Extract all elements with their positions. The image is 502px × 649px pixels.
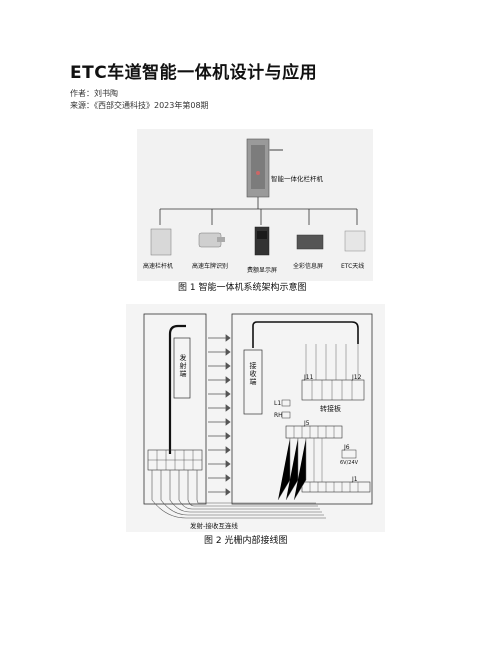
emitter-label: 发射端 xyxy=(179,354,187,378)
emitter-cable-top xyxy=(168,324,186,335)
receiver-housing xyxy=(231,313,373,505)
barrier-device xyxy=(150,228,172,256)
top-device-label: 智能一体化栏杆机 xyxy=(271,175,323,183)
figure-2-wiring: 发射端 接收端 转接板 J11 J12 J5 J6 6V/24V J1 L1 R… xyxy=(126,304,385,532)
label-volt: 6V/24V xyxy=(340,460,359,466)
figure-2-diagram xyxy=(143,313,373,519)
figure-2-caption: 图 2 光栅内部接线图 xyxy=(204,536,288,546)
interconnect-label: 发射-接收互连线 xyxy=(190,522,238,530)
barrier-arm xyxy=(269,149,283,151)
adapter-terminal-j11 xyxy=(301,379,365,401)
camera-lens xyxy=(217,237,225,242)
article-title: ETC车道智能一体机设计与应用 xyxy=(70,63,318,83)
interconnect-wires xyxy=(151,470,326,519)
label-j12: J12 xyxy=(352,374,362,381)
barrier-cabinet-panel xyxy=(251,145,265,189)
label-j5: J5 xyxy=(304,420,310,427)
device-label-2: 高速车牌识别 xyxy=(192,263,229,270)
label-j1: J1 xyxy=(352,476,358,483)
device-label-4: 全彩信息屏 xyxy=(293,263,324,270)
label-l1: L1 xyxy=(274,400,282,407)
receiver-unit xyxy=(243,349,263,415)
receiver-label: 接收端 xyxy=(249,362,257,386)
adapter-wires xyxy=(305,344,359,380)
etc-antenna-device xyxy=(344,230,366,252)
label-j11: J11 xyxy=(304,374,314,381)
article-author: 作者：刘书陶 xyxy=(70,89,118,98)
label-j6: J6 xyxy=(344,444,350,451)
led-l1 xyxy=(281,399,291,407)
figure-1-architecture: 智能一体化栏杆机 高速栏杆机 高速车牌识别 费额显示屏 全彩信息屏 ETC天线 xyxy=(137,129,373,281)
emitter-housing xyxy=(143,313,207,505)
label-rh: RH xyxy=(274,412,283,419)
adapter-board-label: 转接板 xyxy=(320,405,341,413)
barrier-indicator xyxy=(256,171,260,175)
figure-1-diagram xyxy=(150,138,366,256)
emitter-unit xyxy=(173,337,191,399)
device-label-5: ETC天线 xyxy=(341,263,365,270)
led-l2 xyxy=(281,411,291,419)
figure-1-caption: 图 1 智能一体机系统架构示意图 xyxy=(178,283,307,293)
beam-arrows xyxy=(208,334,231,496)
terminal-j6 xyxy=(341,449,357,459)
device-label-3: 费额显示屏 xyxy=(247,267,278,274)
j5-wires xyxy=(277,438,323,501)
article-source: 来源：《西部交通科技》2023年第08期 xyxy=(70,101,209,110)
led-sign-device xyxy=(296,234,324,250)
terminal-j1 xyxy=(301,481,371,493)
receiver-cable xyxy=(252,321,359,348)
terminal-j5 xyxy=(285,425,343,439)
device-label-1: 高速栏杆机 xyxy=(143,263,174,270)
